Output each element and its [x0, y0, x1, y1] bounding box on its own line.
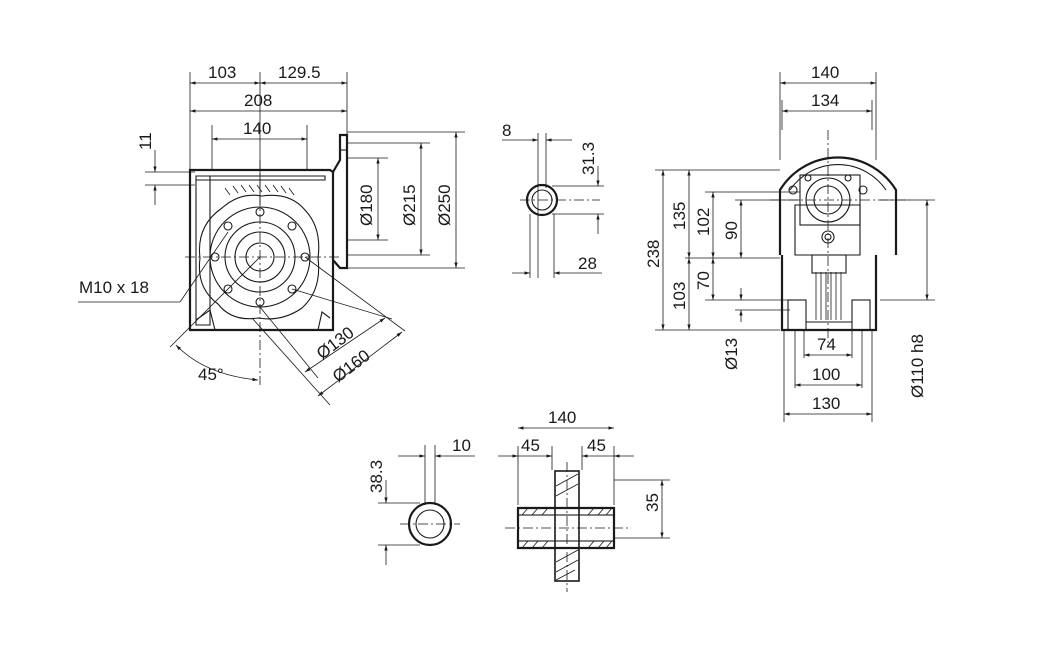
dim-dia-250: Ø250 [435, 184, 454, 226]
dim-key-height: 31.3 [579, 142, 598, 175]
side-view: 140 134 [644, 63, 935, 422]
dim-width-right: 129.5 [278, 63, 321, 82]
dim-hole-dia: Ø13 [722, 338, 741, 370]
dim-foot-spacing: 140 [243, 119, 271, 138]
dim-dia-180: Ø180 [357, 184, 376, 226]
dim-height-238: 238 [644, 240, 663, 268]
dim-base-100: 100 [812, 365, 840, 384]
dim-width-left: 103 [208, 63, 236, 82]
dim-width-134: 134 [811, 91, 839, 110]
dim-length-left: 45 [521, 436, 540, 455]
dim-height-70: 70 [694, 271, 713, 290]
dim-length-total: 140 [548, 408, 576, 427]
dim-key-width: 8 [502, 121, 511, 140]
dim-dia-215: Ø215 [400, 184, 419, 226]
dim-length-right: 45 [587, 436, 606, 455]
dim-height-135: 135 [670, 202, 689, 230]
front-view: 103 129.5 208 140 11 [78, 63, 465, 406]
dim-width-140: 140 [811, 63, 839, 82]
thread-callout: M10 x 18 [79, 278, 149, 297]
hollow-shaft-keyway: 10 38.3 [367, 436, 475, 565]
dim-height-103: 103 [670, 282, 689, 310]
dim-bore-small: 28 [578, 254, 597, 273]
dim-height-102: 102 [694, 208, 713, 236]
dim-base-74: 74 [817, 335, 836, 354]
dim-base-130: 130 [812, 394, 840, 413]
dim-key-height-38: 38.3 [367, 460, 386, 493]
dim-bore-35: 35 [643, 493, 662, 512]
dim-angle: 45° [198, 365, 224, 384]
dim-height-90: 90 [722, 221, 741, 240]
dim-key-width-10: 10 [452, 436, 471, 455]
dim-flange-offset: 11 [136, 132, 155, 150]
hollow-shaft-section: 140 45 45 35 [498, 408, 670, 592]
dim-pilot-dia: Ø110 h8 [908, 334, 927, 398]
dim-width-total: 208 [244, 91, 272, 110]
shaft-keyway-small: 8 31.3 28 [502, 121, 604, 278]
